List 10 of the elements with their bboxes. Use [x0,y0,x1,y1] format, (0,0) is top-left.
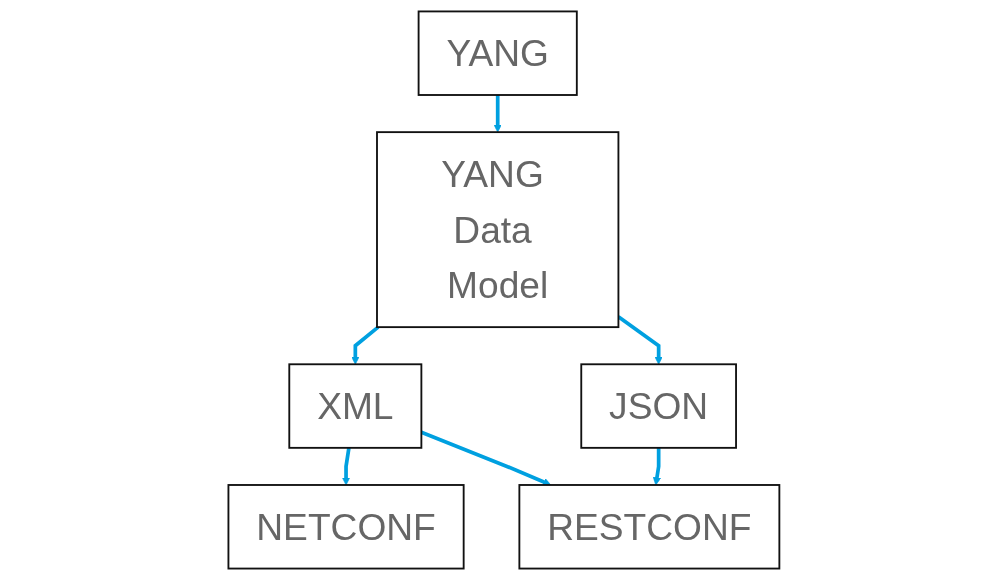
node-box: XML [288,363,423,449]
node-box: YANG Data Model [376,131,620,329]
node-box: NETCONF [227,484,465,570]
arrow [653,447,662,486]
node-box: RESTCONF [518,484,781,570]
arrow [342,447,351,486]
node-box: YANG [417,10,578,96]
arrow [351,325,380,365]
arrow [493,95,502,133]
node-box: JSON [580,363,738,449]
